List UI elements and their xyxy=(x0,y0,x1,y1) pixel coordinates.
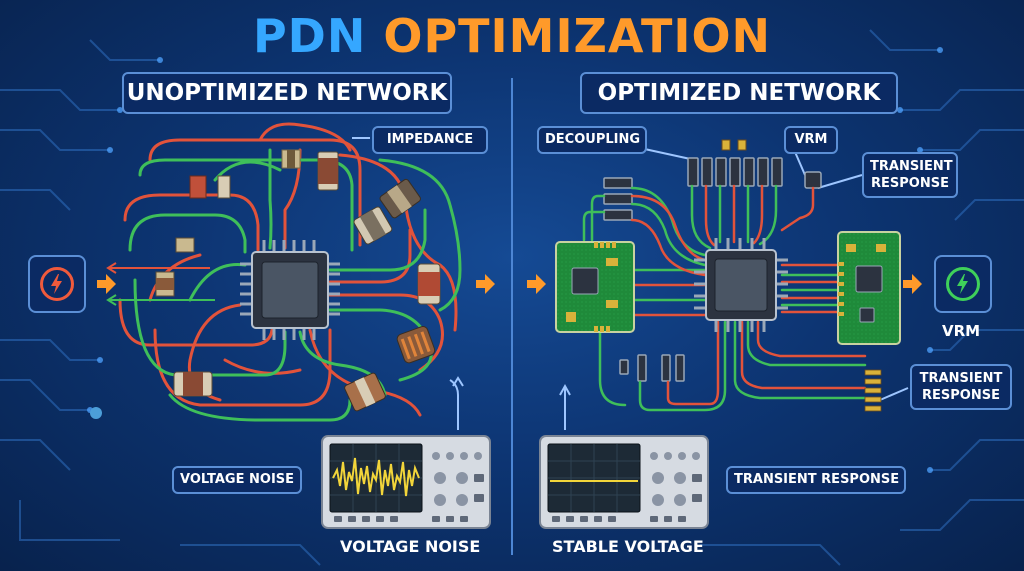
right-pcb-module xyxy=(837,231,901,345)
label-vrm-side: VRM xyxy=(942,322,981,340)
orange-arrows xyxy=(97,274,922,294)
background-via-dots xyxy=(87,47,943,473)
title-part-pdn: PDN xyxy=(252,9,367,63)
right-power-icon-box xyxy=(934,255,992,313)
label-voltage-noise-left: VOLTAGE NOISE xyxy=(172,466,302,494)
label-transient-top-line1: TRANSIENT xyxy=(870,159,953,174)
noise-waveform xyxy=(332,457,420,497)
oscilloscope-stable xyxy=(539,435,709,529)
label-transient-response-top: TRANSIENT RESPONSE xyxy=(862,152,958,198)
section-header-unoptimized: UNOPTIMIZED NETWORK xyxy=(122,72,452,114)
label-stable-voltage: STABLE VOLTAGE xyxy=(552,537,704,556)
title-part-optimization: OPTIMIZATION xyxy=(383,9,772,63)
label-transient-response-right: TRANSIENT RESPONSE xyxy=(910,364,1012,410)
page-title: PDN OPTIMIZATION xyxy=(0,6,1024,66)
label-transient-top-line2: RESPONSE xyxy=(871,176,949,191)
label-vrm-top: VRM xyxy=(784,126,838,154)
right-processor-chip xyxy=(694,238,788,332)
pointer-arrows xyxy=(352,137,909,430)
label-transient-right-line1: TRANSIENT xyxy=(919,371,1003,386)
edge-connector-pins xyxy=(864,369,882,412)
label-impedance: IMPEDANCE xyxy=(372,126,488,154)
scattered-components xyxy=(155,149,441,412)
lightning-bolt-icon xyxy=(40,267,74,301)
lightning-bolt-icon xyxy=(946,267,980,301)
left-processor-chip xyxy=(240,240,340,340)
left-power-icon-box xyxy=(28,255,86,313)
label-transient-right-line2: RESPONSE xyxy=(922,388,1000,403)
label-voltage-noise-bottom: VOLTAGE NOISE xyxy=(340,537,481,556)
label-transient-response-bottom: TRANSIENT RESPONSE xyxy=(726,466,906,494)
left-pcb-module xyxy=(555,241,635,333)
oscilloscope-noise xyxy=(321,435,491,529)
background-circuit-traces xyxy=(0,29,1024,566)
left-input-arrows xyxy=(106,262,215,306)
section-header-optimized: OPTIMIZED NETWORK xyxy=(580,72,898,114)
label-decoupling: DECOUPLING xyxy=(537,126,647,154)
